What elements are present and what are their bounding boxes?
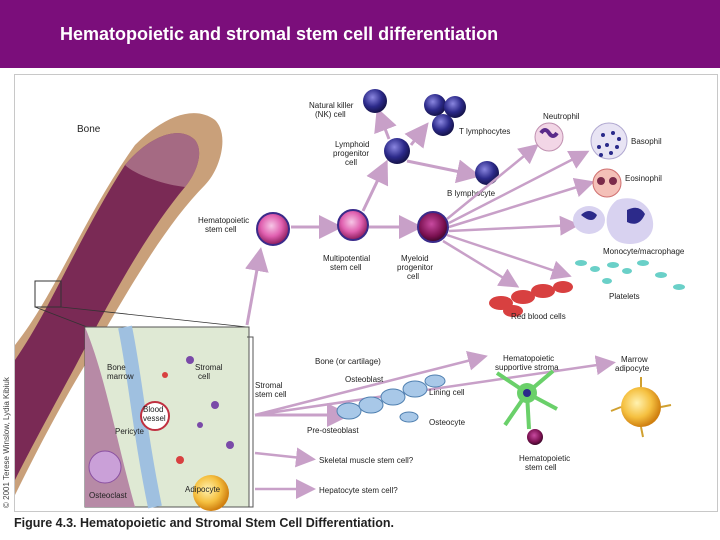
supportive-stroma-cell: [495, 369, 558, 445]
label-multipotential-2: stem cell: [330, 263, 362, 272]
figure-caption: Figure 4.3. Hematopoietic and Stromal St…: [14, 516, 394, 530]
label-osteocyte: Osteocyte: [429, 418, 466, 427]
myeloid-progenitor-cell: [417, 211, 449, 243]
label-osteoclast: Osteoclast: [89, 491, 128, 500]
label-eosinophil: Eosinophil: [625, 174, 662, 183]
label-hepatocyte: Hepatocyte stem cell?: [319, 486, 398, 495]
bone-illustration: [15, 113, 248, 496]
label-neutrophil: Neutrophil: [543, 112, 580, 121]
label-hema-stroma-2: supportive stroma: [495, 363, 559, 372]
label-nk-1: Natural killer: [309, 101, 354, 110]
slide-title: Hematopoietic and stromal stem cell diff…: [60, 24, 499, 44]
label-bone-cartilage: Bone (or cartilage): [315, 357, 381, 366]
label-stromal-2: cell: [198, 372, 210, 381]
t-lymphocytes: [424, 94, 466, 136]
label-myeloid-1: Myeloid: [401, 254, 429, 263]
marrow-adipocyte: [610, 377, 672, 438]
label-lymphoid-2: progenitor: [333, 149, 369, 158]
label-stromal-stem-2: stem cell: [255, 390, 287, 399]
myeloid-arrows: [442, 143, 595, 288]
label-monocyte: Monocyte/macrophage: [603, 247, 685, 256]
hematopoietic-stem-cell: [256, 212, 290, 246]
neutrophil: [534, 122, 564, 152]
lymphoid-progenitor-cell: [384, 138, 410, 164]
label-bone: Bone: [77, 124, 101, 135]
label-blood-vessel-1: Blood: [143, 405, 163, 414]
label-blood-vessel-2: vessel: [143, 414, 166, 423]
title-bar: Hematopoietic and stromal stem cell diff…: [0, 0, 720, 68]
label-pericyte: Pericyte: [115, 427, 144, 436]
label-stromal-1: Stromal: [195, 363, 223, 372]
osteoblast-chain: [336, 374, 446, 423]
label-marrow-adipocyte-1: Marrow: [621, 355, 648, 364]
label-myeloid-2: progenitor: [397, 263, 433, 272]
b-lymphocyte: [475, 161, 499, 185]
label-bone-marrow-2: marrow: [107, 372, 134, 381]
label-hsc-2: stem cell: [205, 225, 237, 234]
label-basophil: Basophil: [631, 137, 662, 146]
marrow-inset: [84, 325, 250, 511]
label-hema-stem-2-2: stem cell: [525, 463, 557, 472]
label-osteoblast: Osteoblast: [345, 375, 384, 384]
basophil: [590, 122, 628, 160]
label-lymphoid-1: Lymphoid: [335, 140, 369, 149]
label-skeletal-muscle: Skeletal muscle stem cell?: [319, 456, 414, 465]
figure-frame: Bone Bone marrow Stromal cell Blood vess…: [14, 74, 718, 512]
diagram: Bone Bone marrow Stromal cell Blood vess…: [15, 89, 685, 511]
label-bone-marrow-1: Bone: [107, 363, 126, 372]
label-platelets: Platelets: [609, 292, 640, 301]
label-adipocyte: Adipocyte: [185, 485, 221, 494]
label-lymphoid-3: cell: [345, 158, 357, 167]
label-nk-2: (NK) cell: [315, 110, 346, 119]
label-stromal-stem-1: Stromal: [255, 381, 283, 390]
label-multipotential-1: Multipotential: [323, 254, 370, 263]
label-b-lymphocyte: B lymphocyte: [447, 189, 496, 198]
monocyte-macrophage: [573, 198, 654, 244]
platelets: [575, 260, 685, 290]
nk-cell: [363, 89, 387, 113]
copyright-text: © 2001 Terese Winslow, Lydia Kibiuk: [2, 377, 11, 508]
label-myeloid-3: cell: [407, 272, 419, 281]
label-hsc-1: Hematopoietic: [198, 216, 249, 225]
eosinophil: [592, 168, 622, 198]
multipotential-stem-cell: [337, 209, 369, 241]
label-marrow-adipocyte-2: adipocyte: [615, 364, 650, 373]
label-pre-osteoblast: Pre-osteoblast: [307, 426, 359, 435]
label-hema-stroma-1: Hematopoietic: [503, 354, 554, 363]
label-t-lymphocytes: T lymphocytes: [459, 127, 510, 136]
label-lining-cell: Lining cell: [429, 388, 465, 397]
label-hema-stem-2-1: Hematopoietic: [519, 454, 570, 463]
label-rbc: Red blood cells: [511, 312, 566, 321]
red-blood-cells: [489, 281, 573, 317]
